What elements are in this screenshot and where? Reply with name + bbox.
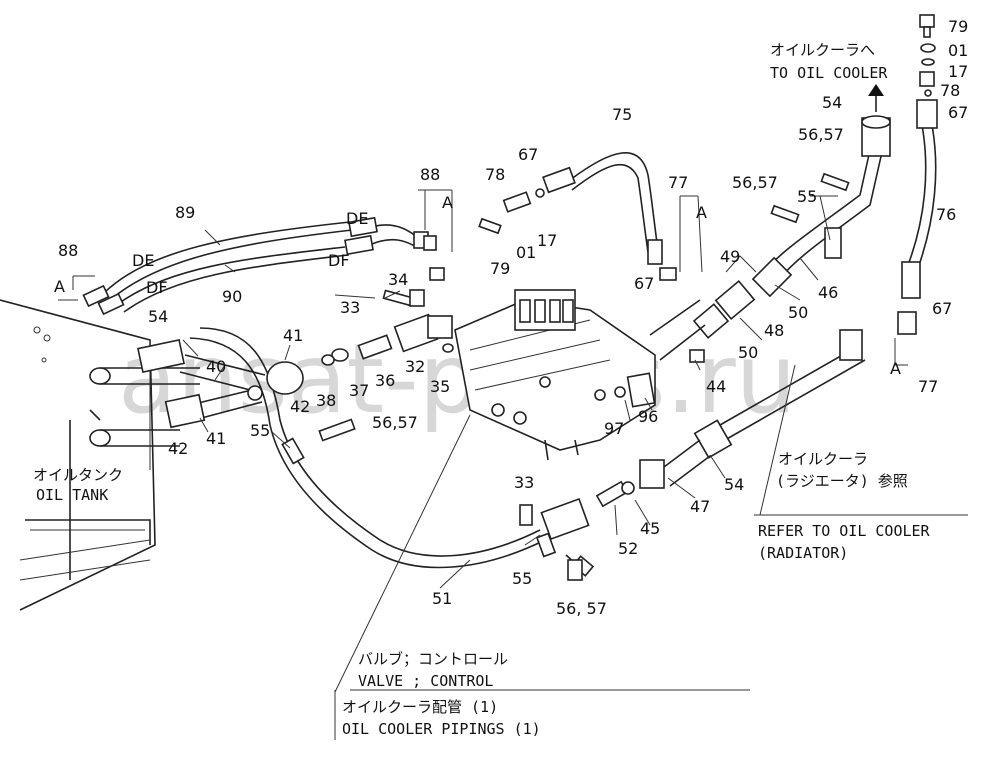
part-label: DF: [328, 251, 350, 270]
part-label: 36: [375, 371, 395, 390]
caption-radiator-jp2: (ラジエータ) 参照: [776, 472, 908, 490]
bolts-fittings: [318, 14, 936, 581]
captions: オイルクーラへ TO OIL COOLER オイルタンク OIL TANK オイ…: [33, 41, 931, 738]
part-label: 50: [788, 303, 808, 322]
part-label: 38: [316, 391, 336, 410]
part-label: 55: [512, 569, 532, 588]
part-label: A: [54, 277, 65, 296]
part-label: 17: [537, 231, 557, 250]
arrow-to-oil-cooler: [868, 84, 884, 112]
caption-refer-en: REFER TO OIL COOLER: [758, 522, 931, 540]
caption-oil-tank-jp: オイルタンク: [33, 466, 123, 484]
part-label: 55: [250, 421, 270, 440]
part-label: 67: [518, 145, 538, 164]
caption-valve-en: VALVE ; CONTROL: [358, 672, 493, 690]
part-label: 67: [932, 299, 952, 318]
part-label: 17: [948, 62, 968, 81]
part-label: DE: [132, 251, 154, 270]
caption-to-cooler-en: TO OIL COOLER: [770, 64, 888, 82]
leader-lines: [58, 189, 968, 740]
caption-valve-jp: バルブ；コントロール: [358, 650, 508, 668]
part-label: 54: [822, 93, 842, 112]
part-label: 67: [634, 274, 654, 293]
part-label: 89: [175, 203, 195, 222]
part-label: 54: [724, 475, 744, 494]
part-label: 96: [638, 407, 658, 426]
part-label: 47: [690, 497, 710, 516]
part-label: 56,57: [372, 413, 418, 432]
part-label: 77: [668, 173, 688, 192]
part-label: 78: [485, 165, 505, 184]
hose-76: [897, 99, 938, 335]
part-label: 35: [430, 377, 450, 396]
caption-pipings-en: OIL COOLER PIPINGS (1): [342, 720, 541, 738]
part-label: 88: [420, 165, 440, 184]
part-label: 55: [797, 187, 817, 206]
part-label: 41: [283, 326, 303, 345]
part-label: 56,57: [732, 173, 778, 192]
caption-oil-tank-en: OIL TANK: [36, 486, 108, 504]
part-label: DF: [146, 278, 168, 297]
part-label: 49: [720, 247, 740, 266]
part-label: 75: [612, 105, 632, 124]
part-label: A: [890, 359, 901, 378]
pipe-47-54: [595, 329, 866, 508]
part-label: 51: [432, 589, 452, 608]
control-valve-drawing: [454, 289, 656, 461]
part-label: 56,57: [798, 125, 844, 144]
part-label: 44: [706, 377, 726, 396]
part-label: 97: [604, 419, 624, 438]
caption-radiator-jp: オイルクーラ: [778, 450, 868, 468]
part-label: 32: [405, 357, 425, 376]
part-label: A: [696, 203, 707, 222]
hose-75: [542, 152, 663, 265]
hose-46: [649, 115, 891, 361]
part-label: 54: [148, 307, 168, 326]
hose-89-90: [82, 216, 437, 316]
part-label: 79: [490, 259, 510, 278]
part-label: 79: [948, 17, 968, 36]
part-label: 52: [618, 539, 638, 558]
part-number-labels: 79 01 17 78 67 54 56,57 56,57 55 75 67 7…: [54, 17, 968, 618]
part-label: 45: [640, 519, 660, 538]
tube-51: [189, 327, 595, 577]
part-label: 56, 57: [556, 599, 607, 618]
part-label: 34: [388, 270, 408, 289]
part-label: 01: [948, 41, 968, 60]
part-label: DE: [346, 209, 368, 228]
part-label: 67: [948, 103, 968, 122]
part-label: 48: [764, 321, 784, 340]
caption-to-cooler-jp: オイルクーラへ: [770, 41, 875, 59]
part-label: 40: [206, 357, 226, 376]
part-label: 77: [918, 377, 938, 396]
part-label: 33: [340, 298, 360, 317]
caption-pipings-jp: オイルクーラ配管 (1): [342, 698, 498, 716]
part-label: 78: [940, 81, 960, 100]
part-label: 37: [349, 381, 369, 400]
part-label: 01: [516, 243, 536, 262]
part-label: 90: [222, 287, 242, 306]
caption-radiator-en: (RADIATOR): [758, 544, 848, 562]
part-label: 76: [936, 205, 956, 224]
part-label: 42: [168, 439, 188, 458]
part-label: A: [442, 193, 453, 212]
part-label: 41: [206, 429, 226, 448]
part-label: 50: [738, 343, 758, 362]
part-label: 42: [290, 397, 310, 416]
part-label: 88: [58, 241, 78, 260]
part-label: 46: [818, 283, 838, 302]
part-label: 33: [514, 473, 534, 492]
